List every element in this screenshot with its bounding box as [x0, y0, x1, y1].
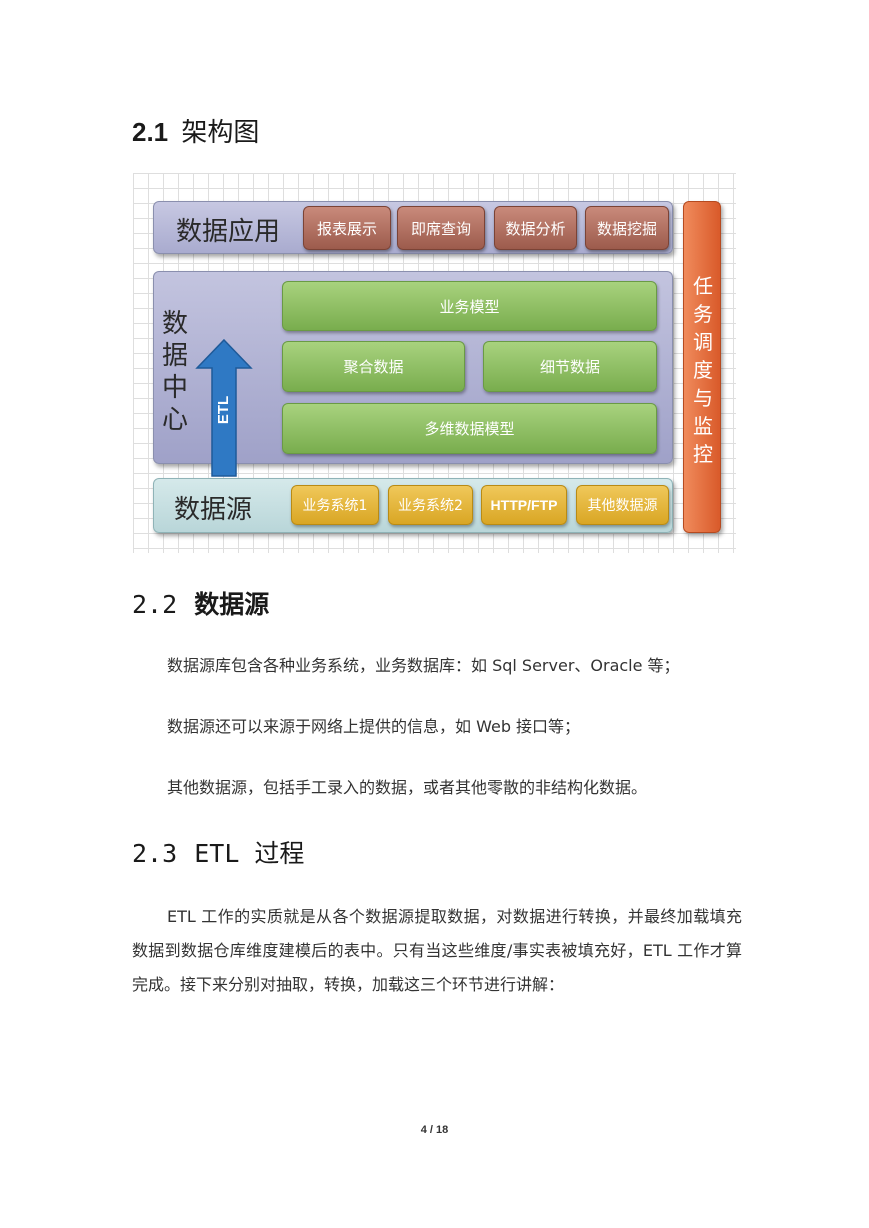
detail-data-box: 细节数据	[483, 341, 657, 392]
section-number: 2.2	[132, 590, 178, 619]
multidimensional-model-box: 多维数据模型	[282, 403, 657, 454]
paragraph: 其他数据源，包括手工录入的数据，或者其他零散的非结构化数据。	[167, 778, 648, 797]
report-display-box: 报表展示	[303, 206, 391, 250]
business-system-2-box: 业务系统2	[388, 485, 473, 525]
section-number: 2.3	[132, 839, 178, 868]
paragraph: ETL 工作的实质就是从各个数据源提取数据，对数据进行转换，并最终加载填充数据到…	[132, 907, 742, 994]
data-mining-box: 数据挖掘	[585, 206, 669, 250]
section-title: ETL 过程	[194, 839, 305, 868]
section-title: 架构图	[181, 117, 260, 147]
section-heading-etl: 2.3 ETL 过程	[132, 834, 304, 870]
http-ftp-box: HTTP/FTP	[481, 485, 567, 525]
page-number: 4 / 18	[420, 1124, 449, 1136]
task-scheduling-monitor-bar: 任务调度与监控	[683, 201, 721, 533]
etl-label: ETL	[215, 395, 232, 425]
data-analysis-box: 数据分析	[494, 206, 577, 250]
monitor-label: 任务调度与监控	[693, 274, 713, 466]
paragraph: 数据源库包含各种业务系统，业务数据库：如 Sql Server、Oracle 等…	[167, 656, 680, 675]
etl-up-arrow	[195, 338, 253, 477]
data-source-label: 数据源	[174, 495, 253, 525]
other-sources-box: 其他数据源	[576, 485, 669, 525]
business-model-box: 业务模型	[282, 281, 657, 331]
architecture-diagram: 数据应用 报表展示 即席查询 数据分析 数据挖掘 数据中心 业务模型 聚合数据 …	[133, 173, 736, 553]
business-system-1-box: 业务系统1	[291, 485, 379, 525]
aggregate-data-box: 聚合数据	[282, 341, 465, 392]
data-center-label: 数据中心	[161, 309, 188, 435]
section-heading-data-source: 2.2 数据源	[132, 585, 269, 621]
data-application-label: 数据应用	[176, 217, 281, 247]
section-title: 数据源	[194, 590, 270, 619]
section-number: 2.1	[132, 117, 169, 147]
paragraph: 数据源还可以来源于网络上提供的信息，如 Web 接口等；	[167, 717, 581, 736]
adhoc-query-box: 即席查询	[397, 206, 485, 250]
section-heading-architecture: 2.1 架构图	[132, 112, 259, 149]
